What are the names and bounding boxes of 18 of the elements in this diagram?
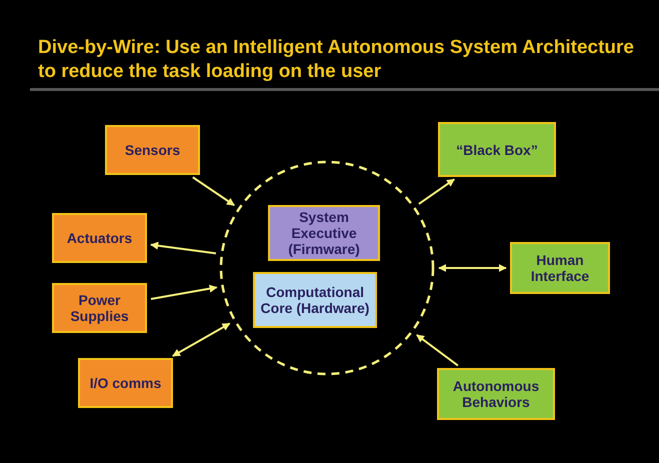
arrow: [416, 334, 459, 366]
process-box: Human Interface: [510, 242, 610, 294]
slide-title: Dive-by-Wire: Use an Intelligent Autonomous System Architecture to reduce the task loading on the user: [38, 36, 635, 84]
process-box: Computational Core (Hardware): [253, 272, 377, 328]
arrow: [172, 322, 230, 357]
process-box: I/O comms: [78, 358, 173, 408]
process-box: Power Supplies: [52, 283, 147, 333]
arrow: [150, 242, 216, 254]
process-box: Actuators: [52, 213, 147, 263]
process-box: Sensors: [105, 125, 200, 175]
arrow: [438, 264, 507, 272]
arrow: [150, 284, 218, 300]
arrow: [192, 176, 235, 206]
process-box: Autonomous Behaviors: [437, 368, 555, 420]
process-box: System Executive (Firmware): [268, 205, 380, 261]
dashed-circle: [219, 160, 435, 376]
arrow: [418, 178, 455, 205]
process-box: “Black Box”: [438, 122, 556, 177]
